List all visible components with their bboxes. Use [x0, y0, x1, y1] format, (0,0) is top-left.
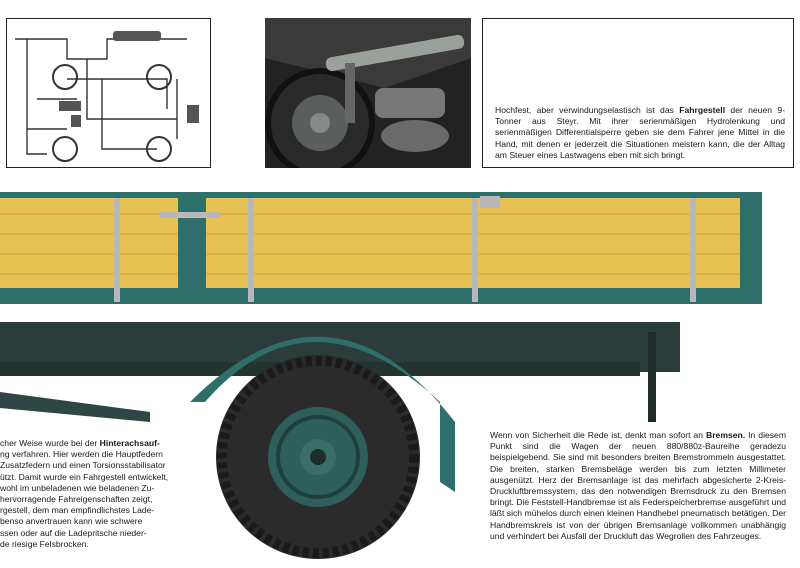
text-line: hervorragende Fahreigenschaften zeigt,: [0, 494, 153, 505]
steering-axle-image: [265, 18, 471, 168]
brake-system-diagram: [6, 18, 211, 168]
rear-axle-text: cher Weise wurde bei der Hinterachsauf- …: [0, 438, 196, 551]
text-line: de riesige Felsbrocken.: [0, 538, 89, 549]
brake-schematic-drawing: [15, 31, 199, 162]
brakes-text: Wenn von Sicherheit die Rede ist, denkt …: [490, 430, 786, 541]
text-line: Zusatzfedern und einen Torsionsstabilisa…: [0, 460, 166, 471]
text-line: ng verfahren. Hier werden die Hauptfeder…: [0, 449, 163, 460]
text-line: benso anvertrauen kann wie schwere: [0, 516, 143, 527]
truck-chassis-image: [0, 192, 762, 559]
chassis-description: Hochfest, aber verwindungselastisch ist …: [495, 105, 786, 160]
text-line: ützt. Damit wurde ein Fahrgestell entwic…: [0, 471, 169, 482]
chassis-text-box: Hochfest, aber verwindungselastisch ist …: [482, 18, 794, 168]
truck-side-photo: [0, 182, 800, 568]
text-line: ssen oder auf die Ladepritsche nieder-: [0, 527, 147, 538]
text-line: cher Weise wurde bei der Hinterachsauf-: [0, 438, 160, 448]
chassis-detail-photo: [265, 18, 471, 168]
text-line: rgestell, dem man empfindlichstes Lade-: [0, 505, 155, 516]
text-line: wohl im unbeladenen wie beladenen Zu-: [0, 482, 155, 493]
